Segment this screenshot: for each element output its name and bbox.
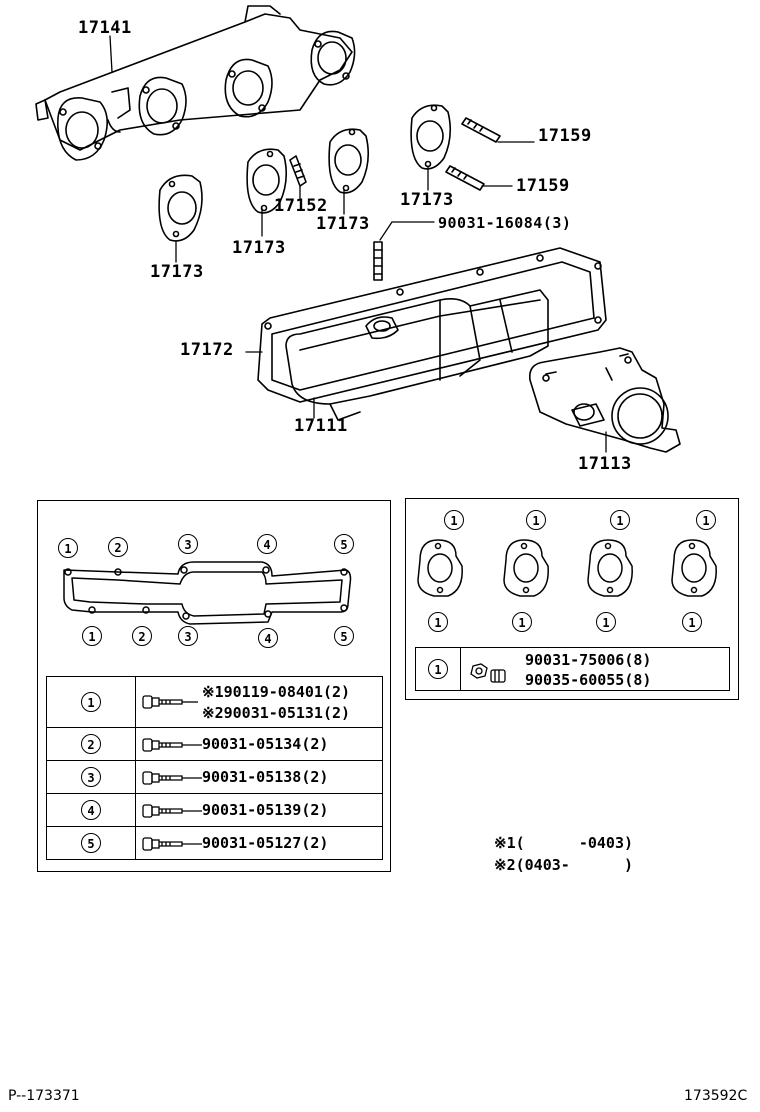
bolt-icon — [142, 771, 202, 785]
nut-and-stud-icon — [470, 663, 506, 683]
gasket-17172 — [257, 247, 607, 403]
table-row: 2 90031-05134(2) — [46, 727, 383, 761]
position-marker-bottom-3: 3 — [178, 626, 198, 646]
flange-marker-bottom-4: 1 — [682, 612, 702, 632]
position-marker-bottom-4: 4 — [258, 628, 278, 648]
intake-manifold-17111 — [285, 289, 549, 421]
flange-marker-bottom-1: 1 — [428, 612, 448, 632]
nut-parts-table: 1 90031-75006(8) 90035-60055(8) — [415, 647, 730, 691]
position-marker-top-3: 3 — [178, 534, 198, 554]
flange-marker-top-2: 1 — [526, 510, 546, 530]
gasket-17173-b — [246, 148, 288, 214]
gasket-17173-a — [158, 174, 203, 242]
label-90031-16084: 90031-16084(3) — [438, 214, 572, 232]
flange-marker-top-4: 1 — [696, 510, 716, 530]
gasket-bolt-panel — [37, 500, 391, 872]
flange-gasket-2 — [503, 539, 549, 597]
table-row: 4 90031-05139(2) — [46, 793, 383, 827]
flange-gasket-3 — [587, 539, 633, 597]
table-row: 5 90031-05127(2) — [46, 826, 383, 860]
row-position-marker: 1 — [81, 692, 101, 712]
row-position-marker: 1 — [428, 659, 448, 679]
flange-marker-bottom-2: 1 — [512, 612, 532, 632]
label-17173-a: 17173 — [150, 262, 204, 282]
part-number: 90031-05139(2) — [202, 801, 329, 819]
row-position-marker: 2 — [81, 734, 101, 754]
bolt-icon — [142, 738, 202, 752]
throttle-body-17113 — [528, 347, 681, 453]
label-17113: 17113 — [578, 454, 632, 474]
position-marker-bottom-5: 5 — [334, 626, 354, 646]
note-1: ※1( -0403) — [494, 834, 633, 852]
flange-marker-top-3: 1 — [610, 510, 630, 530]
position-marker-top-1: 1 — [58, 538, 78, 558]
position-marker-bottom-2: 2 — [132, 626, 152, 646]
part-number: 90031-05127(2) — [202, 834, 329, 852]
flange-marker-bottom-3: 1 — [596, 612, 616, 632]
bolt-icon — [142, 804, 202, 818]
part-number: 90031-75006(8) — [525, 651, 652, 669]
position-marker-top-4: 4 — [257, 534, 277, 554]
label-17152: 17152 — [274, 196, 328, 216]
flange-marker-top-1: 1 — [444, 510, 464, 530]
label-17111: 17111 — [294, 416, 348, 436]
stud-90031-16084 — [373, 241, 383, 281]
position-marker-top-5: 5 — [334, 534, 354, 554]
flange-panel — [405, 498, 739, 700]
stud-17159-a — [461, 117, 501, 143]
bolt-icon — [142, 837, 202, 851]
table-row: 3 90031-05138(2) — [46, 760, 383, 794]
position-marker-bottom-1: 1 — [82, 626, 102, 646]
part-number: 90031-05138(2) — [202, 768, 329, 786]
stud-17159-b — [445, 165, 485, 191]
flange-gasket-1 — [417, 539, 463, 597]
exhaust-manifold-17141 — [35, 5, 356, 161]
part-number: 90031-05134(2) — [202, 735, 329, 753]
part-number: ※290031-05131(2) — [202, 704, 351, 722]
label-17173-b: 17173 — [232, 238, 286, 258]
bolt-parts-table: 1 ※190119-08401(2) ※290031-05131(2) 2 90… — [46, 676, 383, 860]
label-17141: 17141 — [78, 18, 132, 38]
label-17173-d: 17173 — [400, 190, 454, 210]
label-17173-c: 17173 — [316, 214, 370, 234]
label-17159-b: 17159 — [516, 176, 570, 196]
bolt-icon — [142, 695, 198, 709]
position-marker-top-2: 2 — [108, 537, 128, 557]
footer-right-code: 173592C — [684, 1088, 748, 1104]
label-17159-a: 17159 — [538, 126, 592, 146]
stud-17152 — [289, 155, 307, 187]
label-17172: 17172 — [180, 340, 234, 360]
gasket-17173-c — [328, 128, 370, 194]
row-position-marker: 3 — [81, 767, 101, 787]
part-number: ※190119-08401(2) — [202, 683, 351, 701]
table-row: 1 90031-75006(8) 90035-60055(8) — [415, 647, 730, 691]
footer-left-code: P--173371 — [8, 1088, 80, 1104]
note-2: ※2(0403- ) — [494, 856, 633, 874]
row-position-marker: 4 — [81, 800, 101, 820]
row-position-marker: 5 — [81, 833, 101, 853]
flange-gasket-4 — [671, 539, 717, 597]
leader-lines — [109, 35, 607, 453]
part-number: 90035-60055(8) — [525, 671, 652, 689]
